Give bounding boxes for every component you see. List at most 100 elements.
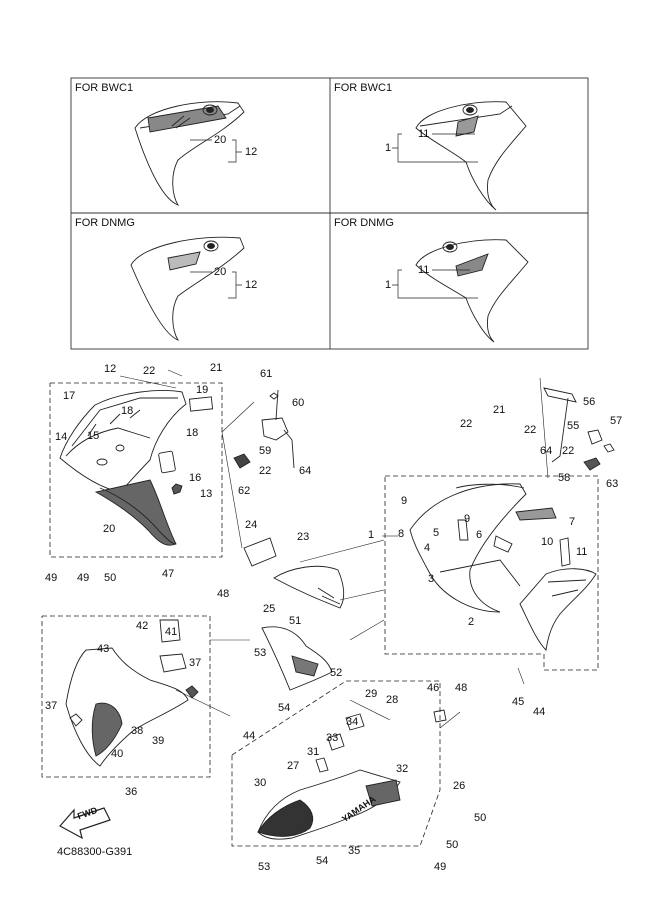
callout: 60 (292, 397, 305, 409)
callout: 46 (427, 682, 440, 694)
callout: 55 (567, 420, 580, 432)
callout: 12 (104, 363, 117, 375)
callout: 50 (446, 839, 459, 851)
callout: 23 (297, 531, 310, 543)
callout: 49 (434, 861, 447, 873)
callout: 33 (326, 732, 339, 744)
callout: 30 (254, 777, 267, 789)
inset-label-dnmg-left: FOR DNMG (75, 217, 135, 229)
callout: 58 (558, 472, 571, 484)
callout: 47 (162, 568, 175, 580)
callout: 9 (401, 495, 408, 507)
inset-leaders (190, 133, 478, 299)
callout: 11 (576, 546, 588, 558)
callout: 9 (464, 513, 471, 525)
callout: 1 (368, 529, 375, 541)
callout: 8 (398, 528, 405, 540)
small-panel-parts (543, 387, 615, 471)
callout: 39 (152, 735, 165, 747)
callout: 59 (259, 445, 272, 457)
callout: 14 (55, 431, 68, 443)
callout: 63 (606, 478, 619, 490)
inset-label-bwc1-right: FOR BWC1 (334, 82, 393, 94)
callout: 22 (562, 445, 575, 457)
upper-cowl-assembly (59, 390, 214, 546)
callout: 64 (299, 465, 312, 477)
inset-label-dnmg-right: FOR DNMG (334, 217, 394, 229)
callout: 43 (97, 643, 110, 655)
callout: 5 (433, 527, 440, 539)
callout: 21 (210, 362, 223, 374)
callout: 54 (316, 855, 329, 867)
callout: 13 (200, 488, 213, 500)
callout: 64 (540, 445, 553, 457)
callout: 35 (348, 845, 361, 857)
callout: 48 (217, 588, 230, 600)
inset-callout: 11 (418, 128, 430, 140)
bracket-parts-59-62 (233, 389, 295, 469)
document-code: 4C88300-G391 (57, 846, 133, 858)
callout: 56 (583, 396, 596, 408)
inset-side-cover-c (130, 236, 245, 341)
callout: 21 (493, 404, 506, 416)
callout: 3 (428, 573, 435, 585)
inset-callout: 1 (385, 142, 392, 154)
callout: 34 (346, 716, 359, 728)
callout: 22 (259, 465, 272, 477)
callout: 16 (189, 472, 202, 484)
center-panel-23-25 (243, 537, 345, 609)
inset-side-cover-a (134, 101, 245, 206)
callout: 17 (63, 390, 76, 402)
callout: 50 (474, 812, 487, 824)
inset-callout: 12 (245, 279, 258, 291)
callout: 49 (77, 572, 90, 584)
fwd-arrow (59, 807, 111, 840)
callout: 24 (245, 519, 258, 531)
inset-label-bwc1-left: FOR BWC1 (75, 82, 134, 94)
callout: 2 (468, 616, 475, 628)
callout: 50 (104, 572, 117, 584)
callout: 41 (165, 626, 178, 638)
callout: 6 (476, 529, 483, 541)
callout: 25 (263, 603, 276, 615)
callout: 57 (610, 415, 623, 427)
under-cowl-assembly (257, 709, 447, 840)
callout: 44 (243, 730, 256, 742)
callout: 44 (533, 706, 546, 718)
group-boxes (41, 382, 599, 847)
inset-callout: 1 (385, 279, 392, 291)
callout: 49 (45, 572, 58, 584)
callout: 32 (396, 763, 409, 775)
callout: 19 (196, 384, 209, 396)
callout: 28 (386, 694, 399, 706)
inset-callout: 20 (214, 134, 227, 146)
callout: 53 (258, 861, 271, 873)
callout: 42 (136, 620, 149, 632)
inset-side-cover-d (415, 239, 529, 343)
callout: 4 (424, 542, 431, 554)
callout: 61 (260, 368, 273, 380)
callout: 37 (189, 657, 202, 669)
inset-callout: 12 (245, 146, 258, 158)
callout: 37 (45, 700, 58, 712)
callout: 54 (278, 702, 291, 714)
callout: 53 (254, 647, 267, 659)
callout: 7 (569, 516, 576, 528)
callout: 26 (453, 780, 466, 792)
callout: 40 (111, 748, 124, 760)
callout: 52 (330, 667, 343, 679)
callout: 22 (460, 418, 473, 430)
inner-panel-51 (261, 626, 333, 691)
callout: 51 (289, 615, 302, 627)
callout: 22 (143, 365, 156, 377)
callout: 48 (455, 682, 468, 694)
right-side-cover-assembly (409, 483, 597, 651)
callout: 62 (238, 485, 251, 497)
callout: 18 (186, 427, 199, 439)
callout: 15 (87, 430, 100, 442)
callout: 31 (307, 746, 320, 758)
callout: 20 (103, 523, 116, 535)
lower-cowl-assembly (65, 619, 199, 767)
callout: 36 (125, 786, 138, 798)
